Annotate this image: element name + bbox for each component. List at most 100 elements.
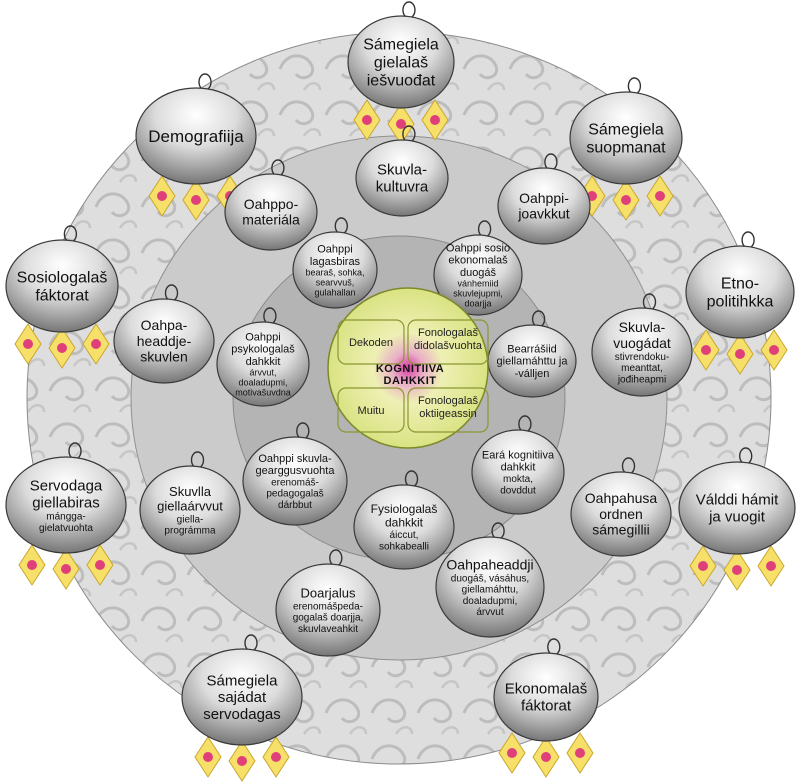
bubble-sub-sosio: vánhemiid <box>457 278 498 288</box>
bubble-sub-oahpaheaddji: doaladupmi, <box>463 596 517 607</box>
bubble-title-oahpaheaddji: Oahpaheaddji <box>446 556 533 572</box>
bubble-sub-skuvlavuogadat: meanttat, <box>621 363 663 374</box>
bubble-sub-doarjalus: gogalaš doarjja, <box>293 613 364 624</box>
bubble-shape-ekonomalas <box>493 652 599 742</box>
diamond-servodaga-0 <box>18 544 46 586</box>
bubble-sub-psykologalas: motivašuvdna <box>235 388 291 398</box>
bubble-title-oahppomateriala: Oahppo- <box>244 196 299 212</box>
bubble-sub-oahpaheaddji: giellamáhttu, <box>462 585 519 596</box>
bubble-sub-oahpaheaddji: árvvut <box>476 607 503 618</box>
bubble-title-oahppomateriala: materiála <box>242 212 300 228</box>
bubble-title-skuvlakultuvra: Skuvla- <box>377 162 427 179</box>
bubble-skuvlavuogadat: Skuvla-vuogádatstivrendoku-meanttat,jođi… <box>591 293 693 397</box>
diamond-sajadat-1 <box>228 740 256 782</box>
diamond-etnopolitihkka-1 <box>726 333 754 375</box>
diamond-valddi-1 <box>723 549 751 591</box>
diamond-suopmanat-1 <box>612 179 640 221</box>
bubble-sub-fysiologalas: sohkabealli <box>379 541 429 552</box>
bubble-sub-servodaga: mángga- <box>46 512 85 523</box>
diamond-etnopolitihkka-0 <box>692 329 720 371</box>
bubble-sub-skuvlagearggus: pedagogalaš <box>266 489 323 500</box>
bubble-sub-servodaga: gielatvuohta <box>39 523 93 534</box>
quadrant-top-right <box>407 319 489 365</box>
center-title: DAHKKIT <box>384 375 437 387</box>
bubble-sub-skuvlavuogadat: stivrendoku- <box>615 352 669 363</box>
bubble-sub-skuvlagearggus: dárbbut <box>278 500 312 511</box>
bubble-title-sajadat: servodagas <box>203 706 281 723</box>
bubble-shape-servodaga <box>5 456 127 554</box>
center-quadrant-label-bottom_right: Fonologalaš <box>418 395 478 407</box>
bubble-title-valddi: ja vuogit <box>708 509 766 526</box>
bubble-title-ekonomalas: Ekonomalaš <box>505 681 588 698</box>
bubble-title-skuvlagearggus: Oahppi skuvla- <box>258 453 332 465</box>
bubble-shape-oahpaheaddjeskuvlen <box>113 298 215 384</box>
bubble-title-lagasbiras: Oahppi <box>317 243 352 255</box>
center-quadrant-label-bottom_right: oktiigeassin <box>419 408 476 420</box>
bubble-sub-sosio: doarjja <box>464 299 491 309</box>
center-quadrant-label-top_right: Fonologalaš <box>418 327 478 339</box>
diamond-demografiija-1 <box>182 179 210 221</box>
bubble-shape-oahpaheaddji <box>435 536 545 638</box>
bubble-title-bearrasiid: Bearrášiid <box>507 343 557 355</box>
bubble-shape-oahppijoavkkut <box>497 167 591 245</box>
bubble-title-valddi: Válddi hámit <box>696 492 779 509</box>
bubble-title-suopmanat: suopmanat <box>586 139 666 156</box>
bubble-shape-skuvlagearggus <box>242 436 348 526</box>
bubble-title-fysiologalas: dahkkit <box>385 516 424 530</box>
bubble-sub-sosio: skuvlejupmi, <box>453 289 503 299</box>
bubble-sosio: Oahppi sosioekonomalašduogášvánhemiidsku… <box>433 220 523 316</box>
bubble-shape-eara <box>471 429 565 515</box>
bubble-shape-doarjalus <box>275 563 381 657</box>
diamond-etnopolitihkka-2 <box>760 329 788 371</box>
bubble-title-eara: Eará kognitiiva <box>482 449 555 461</box>
bubble-title-etnopolitihkka: politihkka <box>707 293 774 310</box>
bubble-title-servodaga: giellabiras <box>32 494 100 511</box>
bubble-title-oahpahusaordnen: sámegillii <box>592 521 650 537</box>
diamond-sajadat-2 <box>262 736 290 778</box>
diamond-servodaga-2 <box>86 544 114 586</box>
diamond-valddi-2 <box>757 545 785 587</box>
bubble-shape-valddi <box>678 461 796 555</box>
diamond-ekonomalas-1 <box>532 736 560 778</box>
bubble-sub-fysiologalas: áiccut, <box>390 530 419 541</box>
bubble-sub-doarjalus: erenomášpeda- <box>293 601 363 612</box>
bubble-title-iesvuodat: Sámegiela <box>363 37 439 54</box>
bubble-title-sosiologalas: fáktorat <box>35 287 89 304</box>
bubble-title-oahppijoavkkut: joavkkut <box>517 206 569 222</box>
bubble-oahppijoavkkut: Oahppi-joavkkut <box>497 153 591 245</box>
bubble-sub-lagasbiras: bearaš, sohka, <box>305 267 364 277</box>
bubble-oahpaheaddjeskuvlen: Oahpa-headdje-skuvlen <box>113 284 215 384</box>
diamond-suopmanat-2 <box>646 175 674 217</box>
bubble-sub-eara: dovddut <box>500 485 536 496</box>
bubble-shape-sajadat <box>181 648 303 746</box>
bubble-title-oahpaheaddjeskuvlen: headdje- <box>137 333 192 349</box>
bubble-sub-eara: mokta, <box>503 474 533 485</box>
bubble-title-iesvuodat: iešvuođat <box>367 72 436 89</box>
bubble-title-bearrasiid: giellamáhttu ja <box>497 356 569 368</box>
bubble-title-sosiologalas: Sosiologalaš <box>17 269 108 286</box>
center-quadrant-label-top_left: Dekoden <box>349 337 393 349</box>
bubble-title-oahppijoavkkut: Oahppi- <box>519 190 569 206</box>
diamond-valddi-0 <box>689 545 717 587</box>
bubble-title-iesvuodat: gielalaš <box>374 54 428 71</box>
diamond-ekonomalas-0 <box>498 732 526 774</box>
bubble-title-sosio: ekonomalaš <box>448 255 508 267</box>
bubble-sub-skuvllagiellaarvvut: giella- <box>177 514 204 525</box>
bubble-shape-demografiija <box>135 87 257 185</box>
bubble-title-psykologalas: psykologalaš <box>231 344 295 356</box>
bubble-sub-skuvllagiellaarvvut: prográmma <box>164 526 216 537</box>
bubble-title-ekonomalas: fáktorat <box>521 698 572 715</box>
bubble-sub-lagasbiras: gulahallan <box>314 287 355 297</box>
bubble-shape-skuvlavuogadat <box>591 307 693 397</box>
bubble-title-oahpahusaordnen: Oahpahusa <box>585 490 658 506</box>
bubble-shape-sosio <box>433 234 523 316</box>
bubble-sub-psykologalas: árvvut, <box>249 367 276 377</box>
bubble-title-fysiologalas: Fysiologalaš <box>371 502 438 516</box>
bubble-title-servodaga: Servodaga <box>30 478 103 495</box>
bubble-shape-iesvuodat <box>347 15 455 109</box>
